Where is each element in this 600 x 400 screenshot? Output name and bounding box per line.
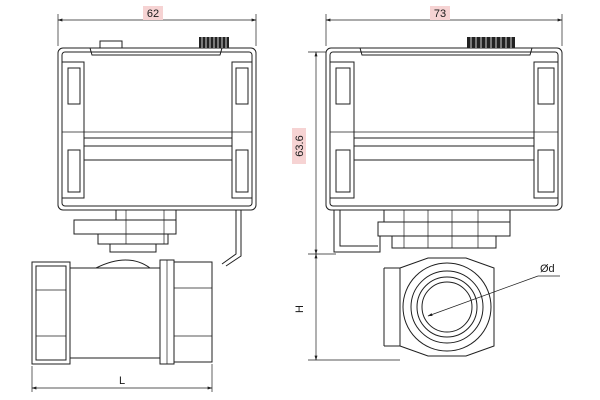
dimension-side-width: 73	[325, 6, 563, 46]
dimension-bore: Ød	[427, 263, 560, 317]
dimension-label-h: H	[294, 305, 306, 313]
side-valve-body	[383, 257, 495, 357]
dimension-total-height: H	[294, 253, 400, 361]
dimension-actuator-height: 63.6	[292, 51, 336, 255]
dimension-label-62: 62	[147, 8, 159, 20]
side-actuator-knob	[467, 37, 515, 48]
dimension-front-width: 62	[57, 6, 257, 46]
front-valve-body	[31, 259, 213, 365]
front-view	[31, 37, 257, 365]
side-actuator-housing	[325, 37, 563, 211]
dimension-label-73: 73	[434, 8, 446, 20]
front-actuator-knob	[199, 37, 229, 48]
front-actuator-housing	[57, 37, 257, 211]
side-view	[325, 37, 563, 357]
side-mounting-bracket	[333, 209, 511, 253]
dimension-label-l: L	[119, 375, 125, 387]
dimension-body-length: L	[31, 364, 213, 392]
dimension-label-bore: Ød	[540, 263, 555, 275]
dimension-label-63-6: 63.6	[294, 135, 306, 156]
front-mounting-bracket	[73, 209, 242, 267]
